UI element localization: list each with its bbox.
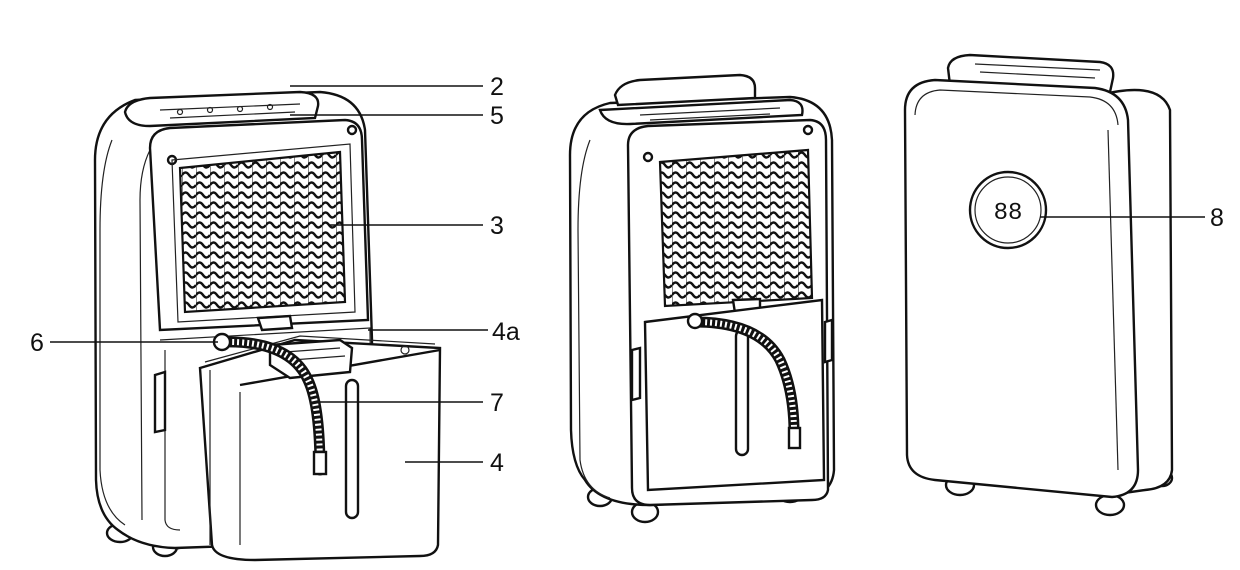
- drain-hose: [212, 332, 328, 476]
- unit-rear-display: 88: [903, 53, 1174, 517]
- callout-6: 6: [30, 329, 44, 357]
- callout-3: 3: [490, 212, 504, 240]
- display-readout: 88: [994, 200, 1023, 227]
- control-panel: [598, 98, 804, 126]
- unit-front-tank-open: [93, 90, 442, 562]
- callout-labels: 2 5 3 4a 6 7 4 8: [30, 73, 1224, 477]
- callout-7: 7: [490, 389, 504, 417]
- drain-hose: [686, 312, 802, 450]
- callout-5: 5: [490, 102, 504, 130]
- callout-8: 8: [1210, 204, 1224, 232]
- callout-4a: 4a: [492, 318, 520, 346]
- air-grille: [171, 143, 356, 323]
- callout-2: 2: [490, 73, 504, 101]
- callout-leaders: [50, 85, 1205, 463]
- unit-body: [903, 78, 1140, 499]
- air-grille: [658, 148, 814, 308]
- unit-front-hose: [568, 73, 836, 524]
- callout-4: 4: [490, 449, 504, 477]
- control-panel: [123, 90, 320, 128]
- led-display: 88: [968, 170, 1048, 250]
